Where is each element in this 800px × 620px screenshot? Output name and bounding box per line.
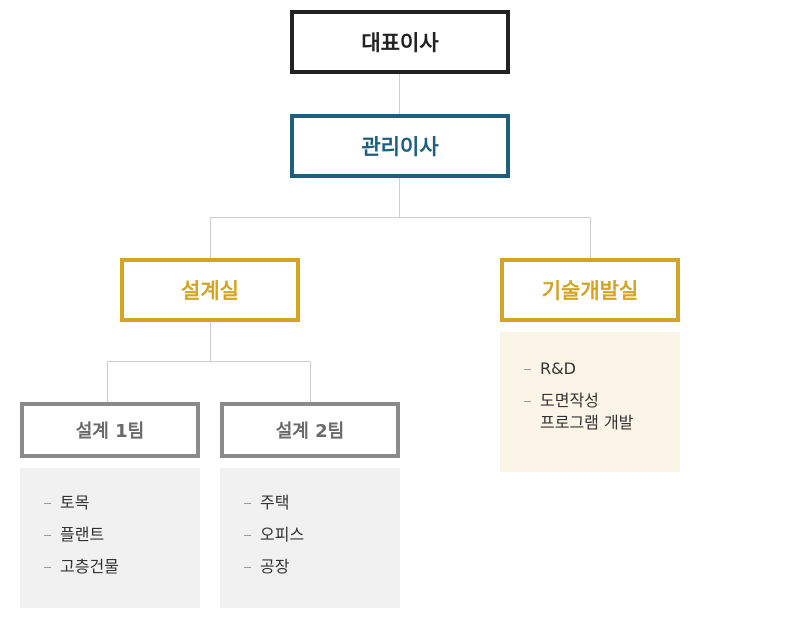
connector-ceo-executive <box>399 74 400 114</box>
list-item: 오피스 <box>244 524 400 546</box>
design-department-label: 설계실 <box>181 279 239 303</box>
connector-departments-horizontal <box>210 217 591 218</box>
tech-department-list: R&D 도면작성 프로그램 개발 <box>524 358 680 434</box>
connector-team1-down <box>107 361 108 402</box>
list-item: 고층건물 <box>44 556 200 578</box>
list-item-text-continued: 프로그램 개발 <box>540 413 634 432</box>
tech-department-panel: R&D 도면작성 프로그램 개발 <box>500 332 680 472</box>
design-team-2-box: 설계 2팀 <box>220 402 400 458</box>
connector-tech-down <box>590 217 591 258</box>
design-team-2-list: 주택 오피스 공장 <box>244 492 400 578</box>
list-item: R&D <box>524 358 680 380</box>
list-item: 주택 <box>244 492 400 514</box>
list-item-text: R&D <box>540 359 576 378</box>
design-team-1-label: 설계 1팀 <box>75 421 145 442</box>
list-item: 공장 <box>244 556 400 578</box>
ceo-label: 대표이사 <box>361 31 439 55</box>
design-team-2-panel: 주택 오피스 공장 <box>220 468 400 608</box>
tech-department-label: 기술개발실 <box>541 279 639 303</box>
ceo-box: 대표이사 <box>290 10 510 74</box>
list-item: 플랜트 <box>44 524 200 546</box>
executive-box: 관리이사 <box>290 114 510 178</box>
design-team-1-panel: 토목 플랜트 고층건물 <box>20 468 200 608</box>
connector-team2-down <box>310 361 311 402</box>
list-item-text: 도면작성 <box>540 391 599 410</box>
connector-design-down <box>210 217 211 258</box>
design-team-2-label: 설계 2팀 <box>275 421 345 442</box>
list-item: 도면작성 프로그램 개발 <box>524 390 680 434</box>
connector-design-teams-stem <box>210 322 211 362</box>
executive-label: 관리이사 <box>361 135 439 159</box>
connector-teams-horizontal <box>107 361 311 362</box>
design-team-1-box: 설계 1팀 <box>20 402 200 458</box>
tech-department-box: 기술개발실 <box>500 258 680 322</box>
design-team-1-list: 토목 플랜트 고층건물 <box>44 492 200 578</box>
connector-executive-down <box>399 178 400 218</box>
list-item: 토목 <box>44 492 200 514</box>
design-department-box: 설계실 <box>120 258 300 322</box>
